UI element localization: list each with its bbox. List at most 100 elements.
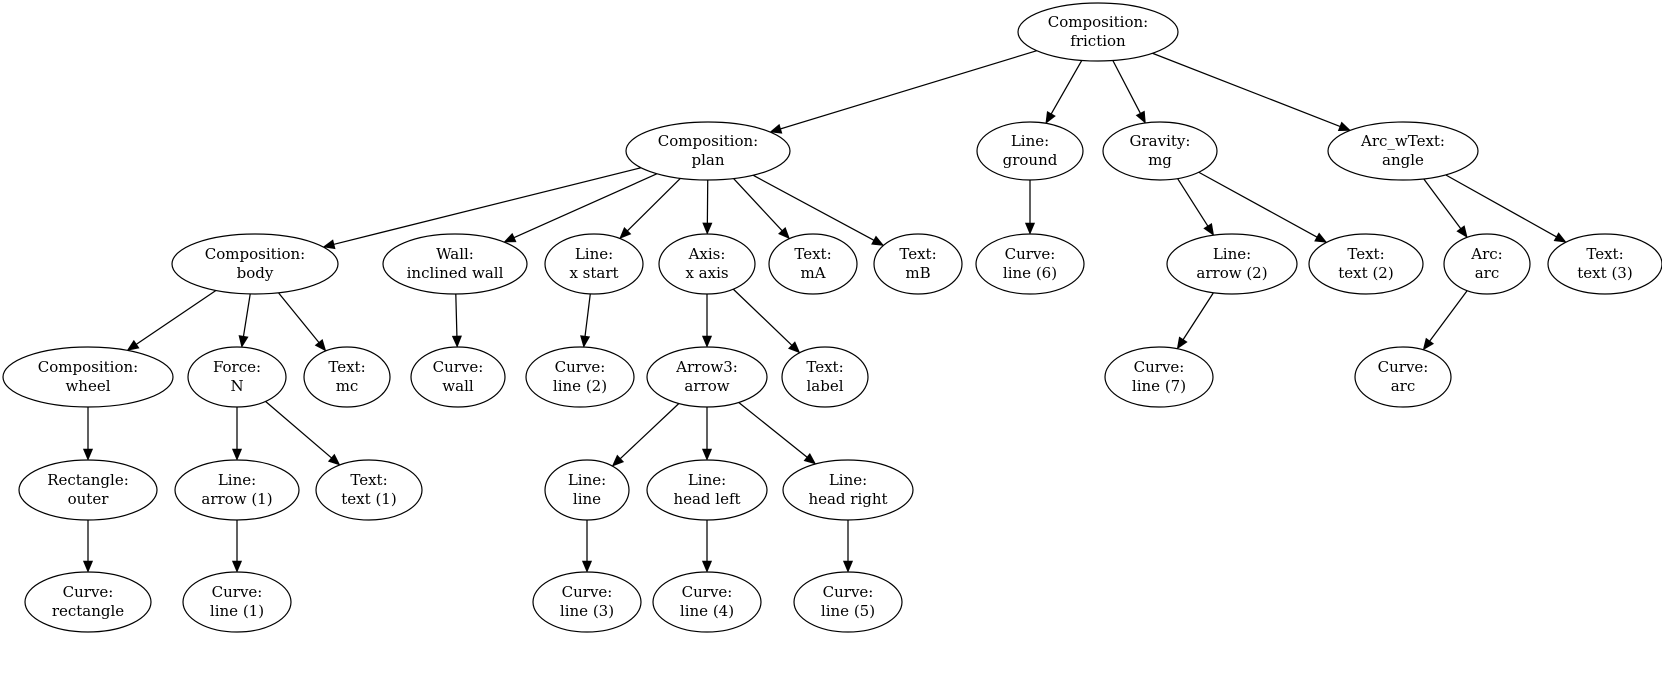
graph-node-text1[interactable]: Text:text (1) — [315, 459, 423, 521]
graph-node-line[interactable]: Line:line — [544, 459, 630, 521]
node-name-label: line (1) — [210, 602, 264, 620]
node-ellipse[interactable] — [976, 121, 1084, 181]
node-type-label: Curve: — [555, 358, 606, 376]
graph-node-mA[interactable]: Text:mA — [768, 233, 858, 295]
graph-node-x-start[interactable]: Line:x start — [544, 233, 644, 295]
node-ellipse[interactable] — [1102, 121, 1218, 181]
graph-node-arc-curve[interactable]: Curve:arc — [1354, 346, 1452, 408]
edge-line — [136, 289, 217, 345]
graph-node-line7[interactable]: Curve:line (7) — [1104, 346, 1214, 408]
arrowhead-icon — [1045, 111, 1056, 124]
node-type-label: Line: — [568, 471, 606, 489]
edge-line — [780, 50, 1037, 130]
node-ellipse[interactable] — [782, 459, 914, 521]
graph-node-wall[interactable]: Curve:wall — [410, 346, 506, 408]
node-ellipse[interactable] — [1104, 346, 1214, 408]
node-ellipse[interactable] — [793, 571, 903, 633]
node-ellipse[interactable] — [658, 233, 756, 295]
edge-line — [627, 177, 681, 232]
node-ellipse[interactable] — [625, 121, 791, 181]
node-ellipse[interactable] — [2, 346, 174, 408]
edge-line — [1445, 174, 1557, 238]
node-ellipse[interactable] — [1547, 233, 1662, 295]
graph-edge — [732, 288, 801, 354]
graph-node-arrow1[interactable]: Line:arrow (1) — [174, 459, 300, 521]
node-name-label: arrow (1) — [201, 490, 272, 508]
graph-edge — [738, 401, 817, 465]
graph-node-wheel[interactable]: Composition:wheel — [2, 346, 174, 408]
graph-node-x-axis[interactable]: Axis:x axis — [658, 233, 756, 295]
node-ellipse[interactable] — [525, 346, 635, 408]
node-ellipse[interactable] — [1354, 346, 1452, 408]
arrowhead-icon — [842, 560, 854, 573]
graph-node-head-left[interactable]: Line:head left — [646, 459, 768, 521]
graph-node-ground[interactable]: Line:ground — [976, 121, 1084, 181]
graph-node-line2[interactable]: Curve:line (2) — [525, 346, 635, 408]
node-ellipse[interactable] — [182, 571, 292, 633]
graph-edge — [1423, 178, 1468, 238]
graph-node-friction[interactable]: Composition:friction — [1017, 2, 1179, 62]
node-ellipse[interactable] — [315, 459, 423, 521]
graph-node-body[interactable]: Composition:body — [171, 233, 339, 295]
node-ellipse[interactable] — [1308, 233, 1424, 295]
node-ellipse[interactable] — [18, 459, 158, 521]
edge-line — [1429, 290, 1468, 342]
edge-line — [513, 173, 658, 239]
node-ellipse[interactable] — [646, 346, 768, 408]
node-name-label: label — [806, 377, 843, 395]
graph-node-mg[interactable]: Gravity:mg — [1102, 121, 1218, 181]
node-ellipse[interactable] — [1327, 121, 1479, 181]
graph-node-plan[interactable]: Composition:plan — [625, 121, 791, 181]
graph-node-mc[interactable]: Text:mc — [303, 346, 391, 408]
graph-node-arc[interactable]: Arc:arc — [1443, 233, 1531, 295]
graph-node-mB[interactable]: Text:mB — [873, 233, 963, 295]
node-ellipse[interactable] — [873, 233, 963, 295]
node-ellipse[interactable] — [1166, 233, 1298, 295]
graph-node-inclined-wall[interactable]: Wall:inclined wall — [382, 233, 528, 295]
graph-node-angle[interactable]: Arc_wText:angle — [1327, 121, 1479, 181]
graph-node-line1[interactable]: Curve:line (1) — [182, 571, 292, 633]
node-ellipse[interactable] — [768, 233, 858, 295]
node-type-label: Curve: — [1005, 245, 1056, 263]
node-ellipse[interactable] — [646, 459, 768, 521]
edge-line — [1423, 178, 1462, 229]
graph-node-arrow2[interactable]: Line:arrow (2) — [1166, 233, 1298, 295]
edge-line — [1182, 292, 1214, 340]
node-ellipse[interactable] — [532, 571, 642, 633]
arrowhead-icon — [701, 560, 713, 573]
graph-node-outer[interactable]: Rectangle:outer — [18, 459, 158, 521]
graph-node-rectangle[interactable]: Curve:rectangle — [24, 571, 152, 633]
node-ellipse[interactable] — [544, 459, 630, 521]
node-ellipse[interactable] — [303, 346, 391, 408]
graph-node-head-right[interactable]: Line:head right — [782, 459, 914, 521]
arrowhead-icon — [82, 448, 94, 461]
graph-edge — [1024, 180, 1036, 235]
graph-node-line5[interactable]: Curve:line (5) — [793, 571, 903, 633]
node-type-label: Gravity: — [1130, 132, 1191, 150]
node-ellipse[interactable] — [187, 346, 287, 408]
graph-node-line4[interactable]: Curve:line (4) — [652, 571, 762, 633]
node-ellipse[interactable] — [174, 459, 300, 521]
node-type-label: Text: — [1586, 245, 1623, 263]
graph-node-arrow[interactable]: Arrow3:arrow — [646, 346, 768, 408]
node-ellipse[interactable] — [382, 233, 528, 295]
node-ellipse[interactable] — [652, 571, 762, 633]
graph-node-line6[interactable]: Curve:line (6) — [975, 233, 1085, 295]
graph-edge — [769, 50, 1037, 134]
node-ellipse[interactable] — [410, 346, 506, 408]
node-ellipse[interactable] — [171, 233, 339, 295]
edge-line — [455, 293, 458, 337]
graph-node-label[interactable]: Text:label — [781, 346, 869, 408]
node-ellipse[interactable] — [1443, 233, 1531, 295]
node-ellipse[interactable] — [975, 233, 1085, 295]
node-type-label: Rectangle: — [47, 471, 129, 489]
graph-node-text3[interactable]: Text:text (3) — [1547, 233, 1662, 295]
graph-node-line3[interactable]: Curve:line (3) — [532, 571, 642, 633]
node-ellipse[interactable] — [24, 571, 152, 633]
node-ellipse[interactable] — [1017, 2, 1179, 62]
graph-node-text2[interactable]: Text:text (2) — [1308, 233, 1424, 295]
node-ellipse[interactable] — [544, 233, 644, 295]
edge-line — [738, 401, 808, 458]
graph-node-N[interactable]: Force:N — [187, 346, 287, 408]
node-ellipse[interactable] — [781, 346, 869, 408]
